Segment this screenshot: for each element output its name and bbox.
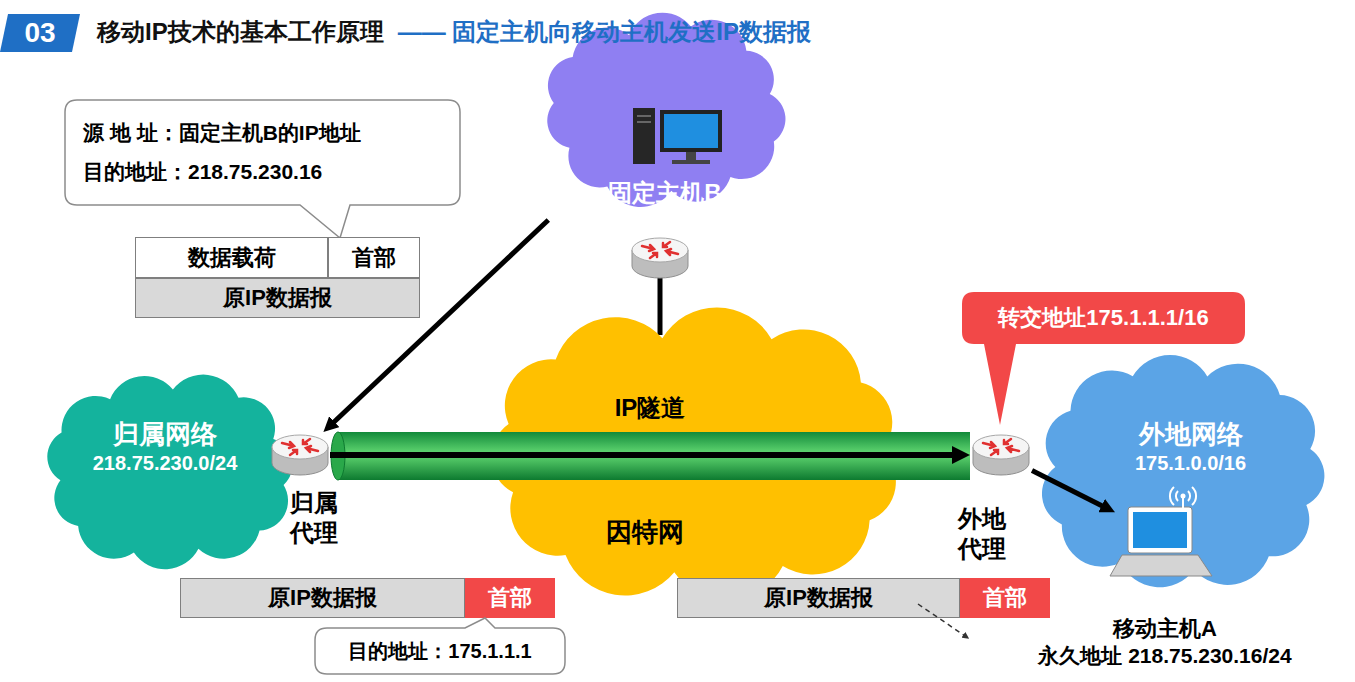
node-label: 外地 代理 (958, 504, 1011, 564)
home-agent-router (272, 435, 328, 475)
home-network-cloud: 归属网络218.75.230.0/24 (25, 360, 315, 582)
node-label: 原IP数据报 (268, 584, 377, 612)
node-sublabel: 218.75.230.0/24 (93, 451, 238, 476)
payload-cell: 数据载荷 (135, 237, 328, 278)
desktop-computer (633, 108, 722, 164)
page-title: 移动IP技术的基本工作原理 (97, 17, 384, 47)
address-callout: 目的地址：175.1.1.1 (315, 628, 565, 674)
arrow-connector (1032, 471, 1104, 507)
datagram-bar: 原IP数据报 (135, 278, 420, 318)
care-of-callout: 转交地址175.1.1.1/16 (962, 292, 1245, 344)
node-label: 源 地 址：固定主机B的IP地址 (83, 120, 361, 146)
node-label: 首部 (488, 584, 532, 612)
header-cell: 首部 (328, 237, 420, 278)
page-subtitle: —— 固定主机向移动主机发送IP数据报 (398, 17, 811, 47)
edge-label: IP隧道 (615, 393, 686, 423)
callout-bubble: 源 地 址：固定主机B的IP地址目的地址：218.75.230.16 (65, 100, 460, 205)
laptop (1110, 487, 1212, 576)
node-label: 移动主机A (1038, 615, 1291, 643)
uplink-wire (658, 272, 663, 335)
leader-line (918, 604, 968, 638)
arrow-connector (332, 220, 548, 424)
node-sublabel: 目的地址：218.75.230.16 (83, 159, 322, 185)
node-label: 数据载荷 (188, 244, 276, 272)
header-cell: 首部 (465, 578, 555, 618)
node-label: 原IP数据报 (764, 584, 873, 612)
node-label: 首部 (983, 584, 1027, 612)
ip-tunnel (331, 432, 970, 480)
node-label: 外地网络 (1139, 418, 1243, 451)
node-label: 归属网络 (113, 418, 217, 451)
node-label: 转交地址175.1.1.1/16 (998, 304, 1208, 332)
node-label: 目的地址：175.1.1.1 (348, 639, 531, 664)
node-label: 原IP数据报 (223, 284, 332, 312)
datagram-bar: 原IP数据报 (677, 578, 960, 618)
node-sublabel: 175.1.0.0/16 (1135, 451, 1246, 476)
node-sublabel: 永久地址 218.75.230.16/24 (1038, 643, 1291, 669)
datagram-bar: 原IP数据报 (180, 578, 465, 618)
section-badge (0, 14, 80, 52)
header-cell: 首部 (960, 578, 1050, 618)
node-label: 固定主机B (608, 178, 721, 208)
section-number: 03 (2, 14, 78, 52)
node-label: 归属 代理 (290, 488, 343, 548)
foreign-agent-router (973, 435, 1029, 475)
host-router (632, 238, 688, 278)
callout-shape (65, 100, 460, 205)
node-label: 因特网 (606, 516, 684, 549)
icon-label: 归属 代理 (290, 488, 343, 548)
node-label: 首部 (352, 244, 396, 272)
icon-label: 移动主机A永久地址 218.75.230.16/24 (1038, 615, 1291, 669)
arrow-connector (330, 452, 956, 458)
icon-label: 外地 代理 (958, 504, 1011, 564)
